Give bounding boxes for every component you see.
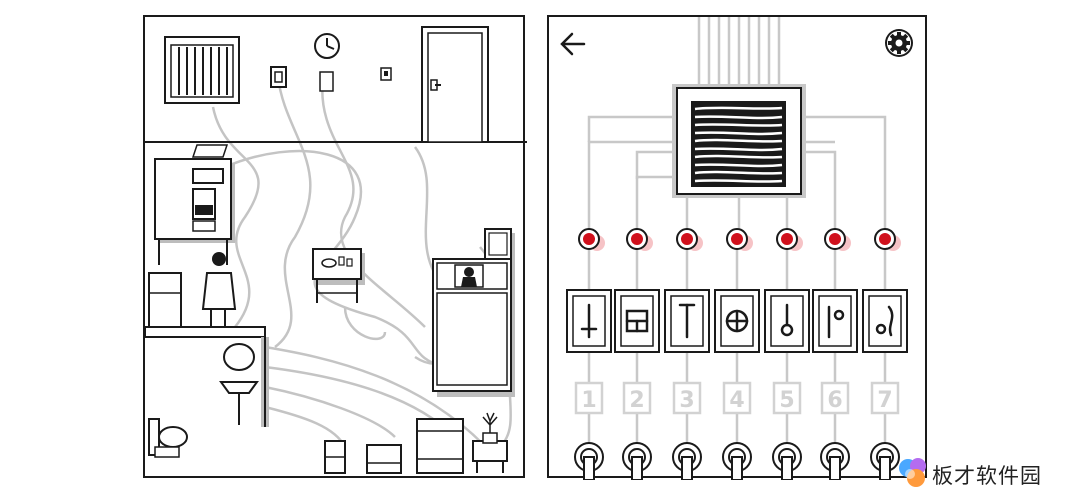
slot-number-label: 5 <box>779 388 794 413</box>
gear-icon[interactable] <box>885 29 913 57</box>
plug-socket[interactable] <box>672 442 702 480</box>
slot-1[interactable]: 1 <box>566 228 612 480</box>
slot-number-label: 1 <box>581 388 596 413</box>
slot-number: 1 <box>574 381 604 415</box>
slot-number: 7 <box>870 381 900 415</box>
back-arrow-icon[interactable] <box>557 27 593 61</box>
slot-5[interactable]: 5 <box>764 228 810 480</box>
t-symbol[interactable] <box>664 289 710 353</box>
plug-socket[interactable] <box>722 442 752 480</box>
bathroom-sink[interactable] <box>219 343 259 425</box>
door[interactable] <box>421 26 489 143</box>
indicator-light <box>776 228 803 251</box>
radiator <box>164 36 240 104</box>
note-paper[interactable] <box>319 71 334 92</box>
slot-number-label: 3 <box>679 388 694 413</box>
bed[interactable] <box>432 258 515 397</box>
trash-bin[interactable] <box>324 440 346 474</box>
plug-socket[interactable] <box>772 442 802 480</box>
plug-socket[interactable] <box>820 442 850 480</box>
slot-number: 4 <box>722 381 752 415</box>
storage-box[interactable] <box>366 444 402 474</box>
indicator-light <box>626 228 653 251</box>
plug-socket[interactable] <box>622 442 652 480</box>
slot-number: 3 <box>672 381 702 415</box>
slot-number-label: 4 <box>729 388 744 413</box>
top-wires <box>697 17 781 85</box>
dagger-symbol[interactable] <box>566 289 612 353</box>
static-screen[interactable] <box>672 84 806 198</box>
slot-3[interactable]: 3 <box>664 228 710 480</box>
window-symbol[interactable] <box>614 289 660 353</box>
watermark-text: 板才软件园 <box>932 464 1042 488</box>
slot-number: 6 <box>820 381 850 415</box>
slot-number: 5 <box>772 381 802 415</box>
puzzle-view: 1 2 3 4 5 6 7 <box>547 15 927 480</box>
room-view <box>143 15 527 478</box>
indicator-light <box>726 228 753 251</box>
indicator-light <box>874 228 901 251</box>
slot-number-label: 6 <box>827 388 842 413</box>
toilet[interactable] <box>148 418 188 458</box>
slot-7[interactable]: 7 <box>862 228 908 480</box>
indicator-light <box>578 228 605 251</box>
slot-2[interactable]: 2 <box>614 228 660 480</box>
slot-number-label: 7 <box>877 388 892 413</box>
player-character[interactable] <box>201 252 237 327</box>
indicator-light <box>824 228 851 251</box>
kitchen-counter[interactable] <box>154 144 235 265</box>
circle-curve-symbol[interactable] <box>862 289 908 353</box>
indicator-light <box>676 228 703 251</box>
bar-circle-symbol[interactable] <box>812 289 858 353</box>
side-table[interactable] <box>312 248 365 303</box>
fridge[interactable] <box>148 272 182 330</box>
clock-icon[interactable] <box>314 33 340 59</box>
slot-number-label: 2 <box>629 388 644 413</box>
slot-number: 2 <box>622 381 652 415</box>
watermark-logo-icon <box>899 458 926 487</box>
hook-symbol[interactable] <box>764 289 810 353</box>
crosshair-symbol[interactable] <box>714 289 760 353</box>
potted-plant[interactable] <box>472 412 508 473</box>
watermark: 板才软件园 <box>892 450 1080 494</box>
slot-6[interactable]: 6 <box>812 228 858 480</box>
plug-socket[interactable] <box>574 442 604 480</box>
dresser[interactable] <box>416 418 464 474</box>
plug-socket[interactable] <box>870 442 900 480</box>
slot-4[interactable]: 4 <box>714 228 760 480</box>
